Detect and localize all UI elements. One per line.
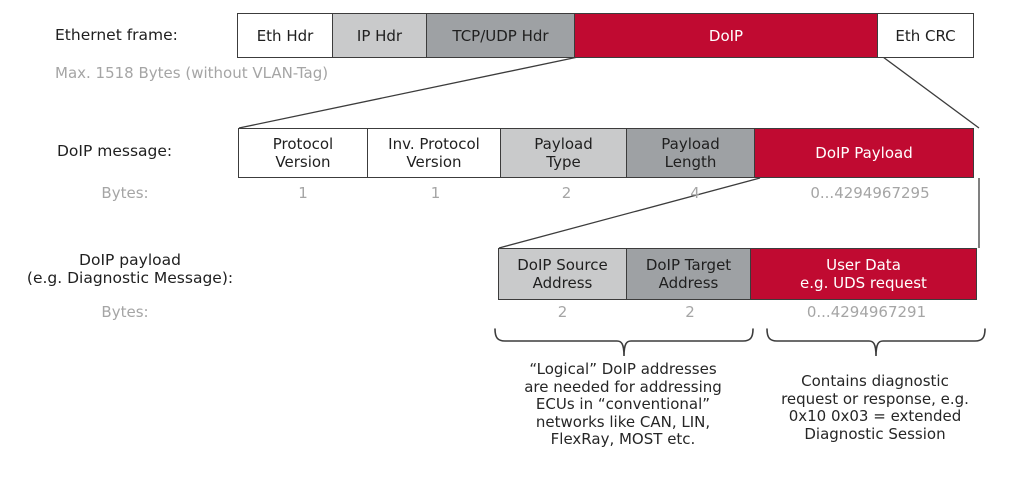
field-ip-hdr: IP Hdr bbox=[331, 13, 428, 58]
field-protocol-version: Protocol Version bbox=[238, 128, 368, 178]
connector-payload-to-row3-left bbox=[498, 177, 761, 249]
field-inv-protocol-version: Inv. Protocol Version bbox=[366, 128, 502, 178]
brace-userdata bbox=[766, 328, 986, 357]
max-bytes-note: Max. 1518 Bytes (without VLAN-Tag) bbox=[55, 64, 329, 82]
ethernet-frame-label: Ethernet frame: bbox=[55, 26, 178, 44]
connector-doip-to-message-left bbox=[238, 56, 579, 129]
bytes-inv-protocol-version: 1 bbox=[430, 184, 441, 202]
doip-message-row: Protocol Version Inv. Protocol Version P… bbox=[238, 128, 974, 178]
field-tcp-udp-hdr: TCP/UDP Hdr bbox=[426, 13, 575, 58]
field-user-data: User Data e.g. UDS request bbox=[750, 248, 977, 300]
field-payload-type: Payload Type bbox=[500, 128, 627, 178]
bytes-payload-type: 2 bbox=[561, 184, 572, 202]
bytes-doip-payload: 0...4294967295 bbox=[810, 184, 930, 202]
bytes-doip-target-address: 2 bbox=[685, 303, 695, 321]
doip-payload-label: DoIP payload (e.g. Diagnostic Message): bbox=[26, 251, 234, 287]
doip-message-label: DoIP message: bbox=[57, 142, 173, 160]
bytes-doip-source-address: 2 bbox=[557, 303, 568, 321]
field-doip-source-address: DoIP Source Address bbox=[498, 248, 627, 300]
field-doip-target-address: DoIP Target Address bbox=[625, 248, 752, 300]
field-eth-crc: Eth CRC bbox=[877, 13, 974, 58]
field-doip-payload: DoIP Payload bbox=[754, 128, 974, 178]
bytes-payload-length: 4 bbox=[690, 184, 700, 202]
connector-doip-to-message-right bbox=[882, 56, 980, 129]
userdata-annotation: Contains diagnostic request or response,… bbox=[781, 372, 969, 443]
bytes-user-data: 0...4294967291 bbox=[806, 303, 927, 321]
bytes-label-payload: Bytes: bbox=[101, 303, 149, 321]
doip-payload-row: DoIP Source Address DoIP Target Address … bbox=[498, 248, 977, 300]
ethernet-frame-row: Eth Hdr IP Hdr TCP/UDP Hdr DoIP Eth CRC bbox=[237, 13, 974, 58]
bytes-label-message: Bytes: bbox=[101, 184, 149, 202]
field-payload-length: Payload Length bbox=[625, 128, 756, 178]
addresses-annotation: “Logical” DoIP addresses are needed for … bbox=[524, 360, 722, 448]
field-eth-hdr: Eth Hdr bbox=[237, 13, 333, 58]
bytes-protocol-version: 1 bbox=[298, 184, 308, 202]
brace-addresses bbox=[494, 328, 754, 357]
field-doip: DoIP bbox=[573, 13, 879, 58]
